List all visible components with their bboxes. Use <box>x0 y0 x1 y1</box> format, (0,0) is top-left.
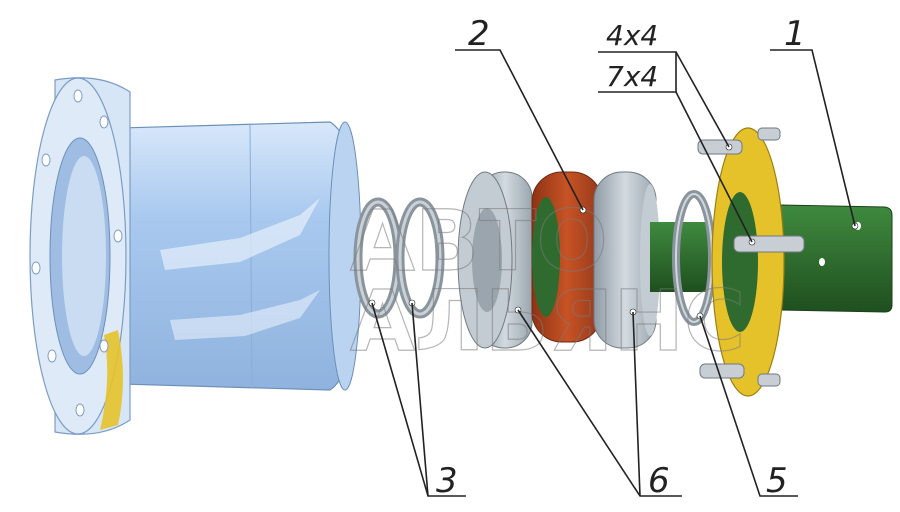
snap-rings <box>353 197 445 319</box>
dimension-label-top: 4x4 <box>606 19 658 52</box>
leader-lines <box>371 49 856 497</box>
callout-1: 1 <box>784 14 806 54</box>
drive-flange <box>697 127 805 397</box>
dimension-label-bottom: 7x4 <box>606 60 658 93</box>
callout-labels: 2 4x4 7x4 1 3 6 5 <box>436 14 806 501</box>
bearing-left <box>457 171 533 349</box>
callout-2: 2 <box>468 14 490 54</box>
watermark: АВТО АЛЬЯНС <box>349 191 746 370</box>
flange-bolt-holes <box>31 89 123 417</box>
housing <box>29 77 362 435</box>
callout-3: 3 <box>436 461 458 501</box>
watermark-text-top: АВТО <box>350 192 608 290</box>
seal-ring <box>531 171 603 343</box>
callout-5: 5 <box>766 461 788 501</box>
callout-6: 6 <box>648 461 670 501</box>
